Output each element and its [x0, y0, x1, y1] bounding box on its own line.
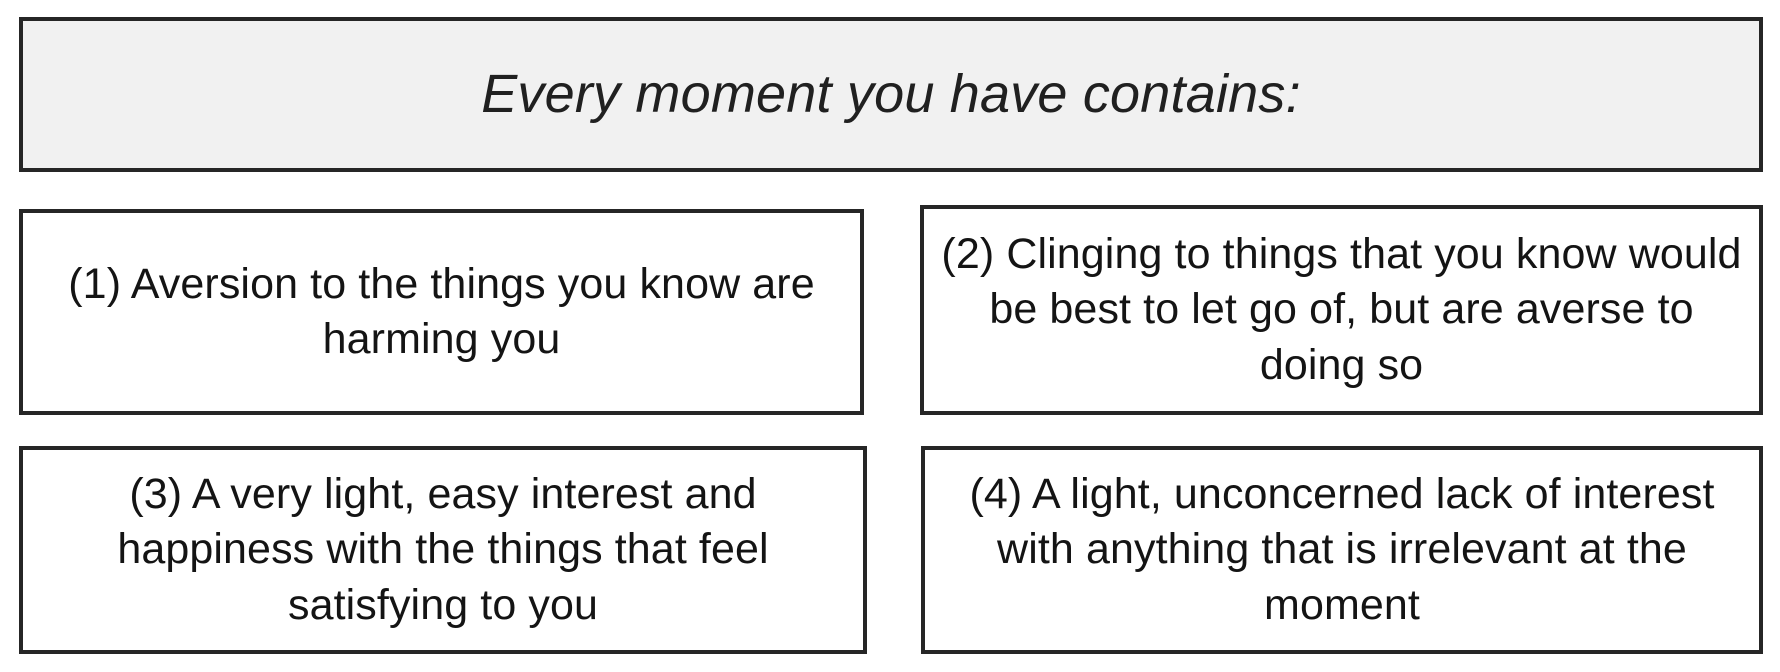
header-banner: Every moment you have contains: [19, 17, 1763, 172]
item-2-text: (2) Clinging to things that you know wou… [941, 230, 1742, 389]
item-3-text: (3) A very light, easy interest and happ… [117, 470, 769, 629]
item-box-1: (1) Aversion to the things you know are … [19, 209, 864, 415]
page-title: Every moment you have contains: [481, 63, 1301, 124]
item-box-2: (2) Clinging to things that you know wou… [920, 205, 1763, 415]
item-box-3: (3) A very light, easy interest and happ… [19, 446, 867, 654]
item-box-4: (4) A light, unconcerned lack of interes… [921, 446, 1763, 654]
item-1-text: (1) Aversion to the things you know are … [68, 259, 815, 363]
item-4-text: (4) A light, unconcerned lack of interes… [969, 470, 1715, 629]
